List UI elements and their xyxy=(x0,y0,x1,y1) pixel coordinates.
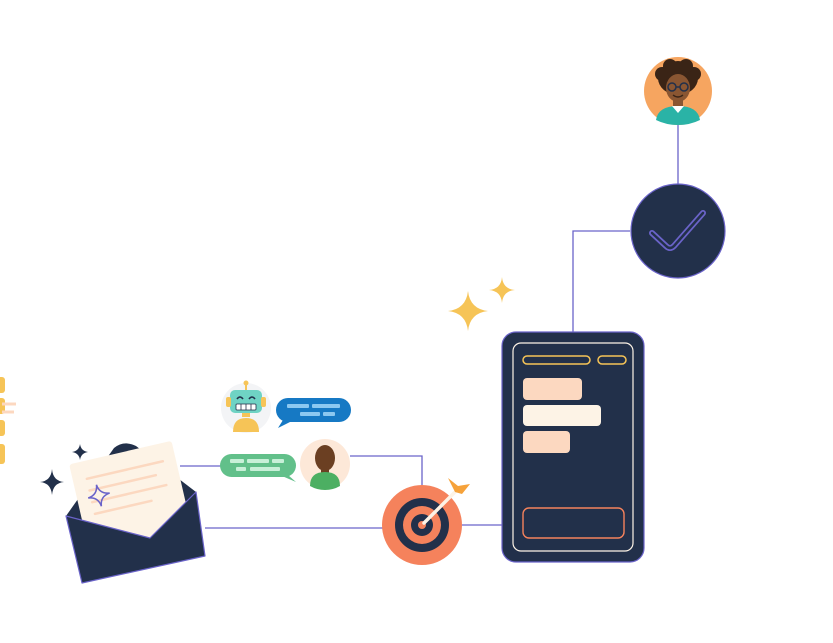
sparkle-icon-navy-small xyxy=(72,444,88,460)
envelope-icon xyxy=(65,441,206,584)
phone-screen-icon xyxy=(501,331,645,563)
sparkle-icon-large-gold xyxy=(448,291,488,331)
dart-flight xyxy=(448,478,470,494)
connector-lines xyxy=(180,124,679,529)
phone-message-block xyxy=(523,378,582,400)
envelope-front xyxy=(65,491,206,584)
sparkle-icon-outline xyxy=(87,484,110,507)
phone-header-pill xyxy=(597,355,627,365)
target-icon xyxy=(382,478,470,565)
partial-edge-element xyxy=(0,377,16,464)
phone-message-block xyxy=(523,405,601,426)
sparkle-icon-navy-large xyxy=(40,469,64,495)
person-avatar-icon-top xyxy=(644,57,712,125)
chat-bubble-green xyxy=(220,454,296,482)
connector-check-to-phone xyxy=(572,230,630,332)
checkmark-icon xyxy=(630,183,726,279)
sparkle-icon-small-gold xyxy=(489,277,515,303)
dart-shaft xyxy=(422,488,459,525)
phone-message-block xyxy=(523,431,570,453)
sparkle-icon xyxy=(40,277,515,495)
envelope-letter xyxy=(69,441,192,552)
robot-avatar-icon xyxy=(221,380,271,433)
connector-person-to-target xyxy=(350,455,423,485)
person-avatar-icon xyxy=(300,439,350,490)
phone-header-bar xyxy=(522,355,591,365)
phone-action-button xyxy=(522,507,625,539)
chat-bubble-blue xyxy=(276,398,351,428)
